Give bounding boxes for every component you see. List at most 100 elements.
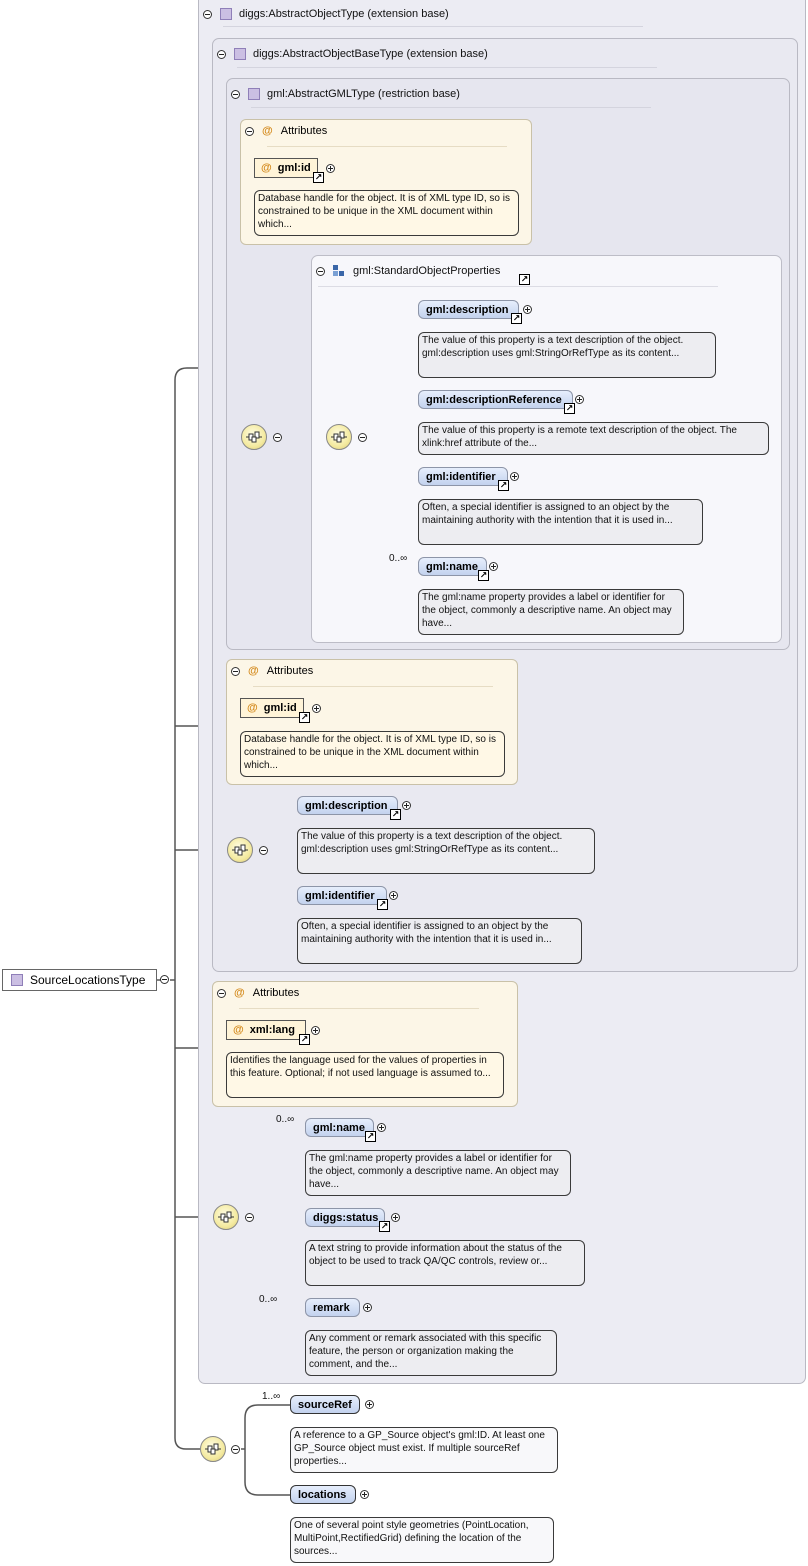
attribute-xml-lang[interactable]: @ xml:lang — [226, 1020, 306, 1040]
attribute-gml-id[interactable]: @ gml:id — [240, 698, 304, 718]
link-arrow-icon[interactable]: ↗ — [390, 809, 401, 820]
expand-icon[interactable] — [312, 704, 321, 713]
link-arrow-icon[interactable]: ↗ — [377, 899, 388, 910]
divider — [267, 146, 507, 147]
sequence-icon[interactable] — [200, 1436, 226, 1462]
attribute-description: Database handle for the object. It is of… — [240, 731, 505, 777]
expand-icon[interactable] — [402, 801, 411, 810]
collapse-icon[interactable] — [358, 433, 367, 442]
element-gml-description[interactable]: gml:description — [418, 300, 519, 319]
multiplicity-label: 1..∞ — [262, 1391, 281, 1402]
element-source-ref[interactable]: sourceRef — [290, 1395, 360, 1414]
divider — [251, 107, 651, 108]
expand-icon[interactable] — [365, 1400, 374, 1409]
expand-icon[interactable] — [489, 562, 498, 571]
multiplicity-label: 0..∞ — [259, 1294, 278, 1305]
description-text: The value of this property is a text des… — [422, 335, 684, 359]
element-name: remark — [313, 1301, 350, 1314]
collapse-icon[interactable] — [245, 126, 254, 136]
divider — [223, 26, 643, 27]
panel-title: diggs:AbstractObjectBaseType (extension … — [253, 48, 488, 60]
expand-icon[interactable] — [510, 472, 519, 481]
expand-icon[interactable] — [389, 891, 398, 900]
attribute-gml-id[interactable]: @ gml:id — [254, 158, 318, 178]
link-arrow-icon[interactable]: ↗ — [511, 313, 522, 324]
sequence-icon[interactable] — [227, 837, 253, 863]
root-type[interactable]: SourceLocationsType — [2, 969, 157, 991]
divider — [253, 686, 493, 687]
link-arrow-icon[interactable]: ↗ — [478, 570, 489, 581]
element-description: The gml:name property provides a label o… — [305, 1150, 571, 1196]
complex-type-icon — [11, 974, 23, 986]
element-name: gml:descriptionReference — [426, 393, 562, 406]
sequence-icon[interactable] — [326, 424, 352, 450]
sequence-icon[interactable] — [213, 1204, 239, 1230]
element-diggs-status[interactable]: diggs:status — [305, 1208, 385, 1227]
link-arrow-icon[interactable]: ↗ — [313, 172, 324, 183]
multiplicity-label: 0..∞ — [276, 1114, 295, 1125]
attributes-label: Attributes — [266, 665, 314, 677]
description-text: A reference to a GP_Source object's gml:… — [294, 1430, 545, 1467]
description-text: The value of this property is a text des… — [301, 831, 563, 855]
divider — [318, 286, 718, 287]
link-arrow-icon[interactable]: ↗ — [498, 480, 509, 491]
collapse-icon[interactable] — [273, 433, 282, 442]
description-text: Database handle for the object. It is of… — [244, 734, 496, 771]
expand-icon[interactable] — [391, 1213, 400, 1222]
description-text: Any comment or remark associated with th… — [309, 1333, 542, 1370]
complex-type-icon — [248, 88, 260, 100]
attribute-icon: @ — [233, 1024, 244, 1036]
collapse-icon[interactable] — [231, 666, 240, 676]
element-description: A text string to provide information abo… — [305, 1240, 585, 1286]
element-name: gml:description — [305, 799, 388, 812]
panel-title: gml:AbstractGMLType (restriction base) — [267, 88, 460, 100]
attributes-label: Attributes — [280, 125, 328, 137]
collapse-icon[interactable] — [245, 1213, 254, 1222]
link-arrow-icon[interactable]: ↗ — [299, 712, 310, 723]
link-arrow-icon[interactable]: ↗ — [365, 1131, 376, 1142]
collapse-icon[interactable] — [231, 89, 240, 99]
attributes-label: Attributes — [252, 987, 300, 999]
element-name: gml:name — [426, 560, 478, 573]
attribute-description: Database handle for the object. It is of… — [254, 190, 519, 236]
element-gml-name[interactable]: gml:name — [305, 1118, 374, 1137]
description-text: Identifies the language used for the val… — [230, 1055, 491, 1079]
element-gml-identifier[interactable]: gml:identifier — [297, 886, 387, 905]
element-description: The gml:name property provides a label o… — [418, 589, 684, 635]
element-description: The value of this property is a text des… — [297, 828, 595, 874]
attribute-icon: @ — [248, 665, 259, 677]
collapse-icon[interactable] — [160, 975, 169, 984]
attribute-description: Identifies the language used for the val… — [226, 1052, 504, 1098]
collapse-icon[interactable] — [217, 49, 226, 59]
element-description: Any comment or remark associated with th… — [305, 1330, 557, 1376]
collapse-icon[interactable] — [259, 846, 268, 855]
expand-icon[interactable] — [363, 1303, 372, 1312]
collapse-icon[interactable] — [217, 988, 226, 998]
link-arrow-icon[interactable]: ↗ — [564, 403, 575, 414]
element-gml-name[interactable]: gml:name — [418, 557, 487, 576]
root-type-label: SourceLocationsType — [30, 973, 146, 987]
element-gml-identifier[interactable]: gml:identifier — [418, 467, 508, 486]
collapse-icon[interactable] — [203, 9, 212, 19]
link-arrow-icon[interactable]: ↗ — [299, 1034, 310, 1045]
panel-title: diggs:AbstractObjectType (extension base… — [239, 8, 449, 20]
collapse-icon[interactable] — [316, 266, 325, 276]
element-locations[interactable]: locations — [290, 1485, 356, 1504]
expand-icon[interactable] — [311, 1026, 320, 1035]
element-name: locations — [298, 1488, 347, 1501]
element-gml-description[interactable]: gml:description — [297, 796, 398, 815]
element-description: Often, a special identifier is assigned … — [297, 918, 582, 964]
expand-icon[interactable] — [575, 395, 584, 404]
collapse-icon[interactable] — [231, 1445, 240, 1454]
description-text: The value of this property is a remote t… — [422, 425, 737, 449]
expand-icon[interactable] — [377, 1123, 386, 1132]
link-arrow-icon[interactable]: ↗ — [519, 274, 530, 285]
sequence-icon[interactable] — [241, 424, 267, 450]
expand-icon[interactable] — [360, 1490, 369, 1499]
expand-icon[interactable] — [326, 164, 335, 173]
link-arrow-icon[interactable]: ↗ — [379, 1221, 390, 1232]
element-name: diggs:status — [313, 1211, 379, 1224]
element-gml-description-reference[interactable]: gml:descriptionReference — [418, 390, 573, 409]
element-remark[interactable]: remark — [305, 1298, 360, 1317]
expand-icon[interactable] — [523, 305, 532, 314]
